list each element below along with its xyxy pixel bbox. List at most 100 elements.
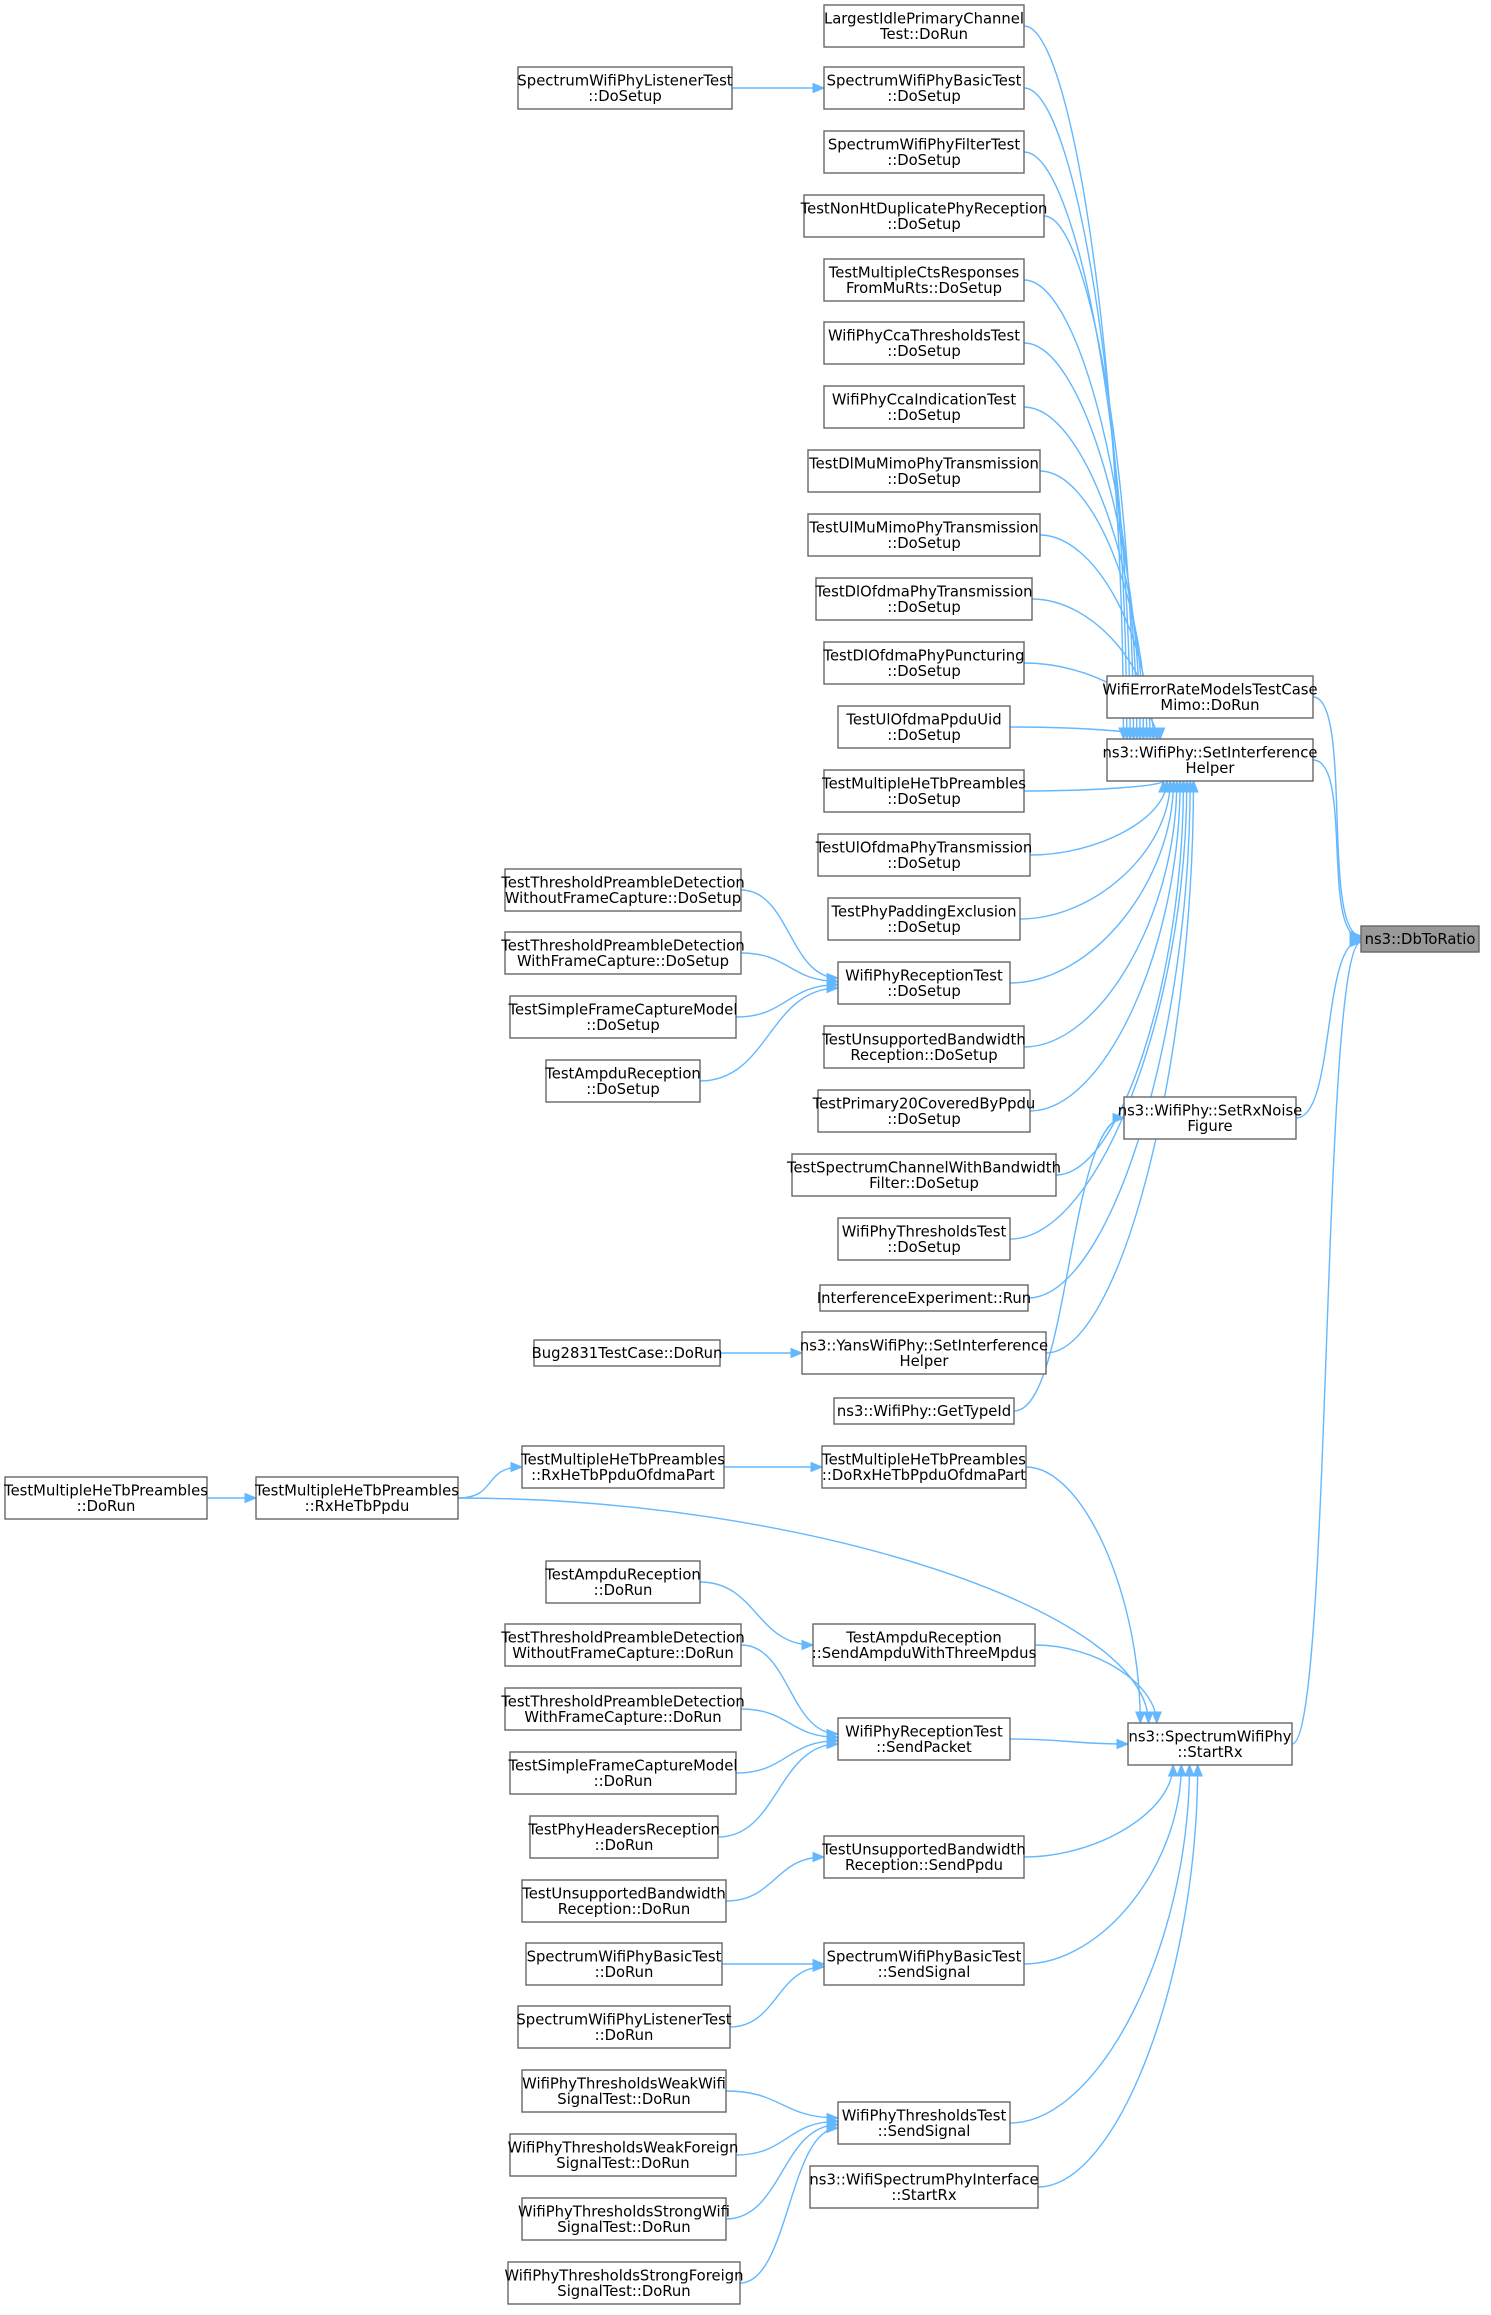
node-threshtest_send[interactable]: WifiPhyThresholdsTest::SendSignal	[837, 2101, 1011, 2145]
node-box[interactable]	[545, 1059, 701, 1103]
node-box[interactable]	[1106, 675, 1314, 719]
node-dlofdma[interactable]: TestDlOfdmaPhyTransmission::DoSetup	[814, 577, 1033, 621]
node-box[interactable]	[504, 931, 742, 975]
node-ampdu_setup[interactable]: TestAmpduReception::DoSetup	[544, 1059, 701, 1103]
node-box[interactable]	[803, 194, 1045, 238]
node-box[interactable]	[837, 705, 1011, 749]
node-ampdu_run[interactable]: TestAmpduReception::DoRun	[544, 1560, 701, 1604]
node-box[interactable]	[504, 1623, 742, 1667]
node-box[interactable]	[837, 1217, 1011, 1261]
node-recvtest_setup[interactable]: WifiPhyReceptionTest::DoSetup	[837, 961, 1011, 1005]
node-speclistener_run[interactable]: SpectrumWifiPhyListenerTest::DoRun	[516, 2005, 732, 2049]
node-ccaind[interactable]: WifiPhyCcaIndicationTest::DoSetup	[823, 385, 1025, 429]
node-box[interactable]	[807, 513, 1041, 557]
node-multihetb_setup[interactable]: TestMultipleHeTbPreambles::DoSetup	[821, 769, 1026, 813]
node-nonht[interactable]: TestNonHtDuplicatePhyReception::DoSetup	[800, 194, 1048, 238]
node-box[interactable]	[521, 2197, 727, 2241]
node-box[interactable]	[823, 4, 1025, 48]
node-box[interactable]	[521, 1445, 725, 1489]
node-box[interactable]	[545, 1560, 701, 1604]
node-box[interactable]	[823, 1835, 1025, 1879]
node-box[interactable]	[823, 641, 1025, 685]
node-box[interactable]	[837, 961, 1011, 1005]
node-box[interactable]	[1360, 925, 1480, 953]
node-specbasic_setup[interactable]: SpectrumWifiPhyBasicTest::DoSetup	[823, 66, 1025, 110]
node-ulppduuid[interactable]: TestUlOfdmaPpduUid::DoSetup	[837, 705, 1011, 749]
node-startrx[interactable]: ns3::SpectrumWifiPhy::StartRx	[1127, 1722, 1293, 1766]
node-box[interactable]	[4, 1476, 208, 1520]
node-sendpacket[interactable]: WifiPhyReceptionTest::SendPacket	[837, 1717, 1011, 1761]
node-dorxhetb[interactable]: TestMultipleHeTbPreambles::DoRxHeTbPpduO…	[821, 1445, 1027, 1489]
node-box[interactable]	[817, 833, 1031, 877]
node-ulmimo[interactable]: TestUlMuMimoPhyTransmission::DoSetup	[807, 513, 1041, 557]
node-specif_startrx[interactable]: ns3::WifiSpectrumPhyInterface::StartRx	[809, 2165, 1039, 2209]
node-multihetb_run[interactable]: TestMultipleHeTbPreambles::DoRun	[3, 1476, 208, 1520]
node-primary20[interactable]: TestPrimary20CoveredByPpdu::DoSetup	[812, 1089, 1036, 1133]
node-box[interactable]	[823, 1025, 1025, 1069]
node-box[interactable]	[525, 1942, 723, 1986]
node-box[interactable]	[504, 868, 742, 912]
node-rxhetbofdma[interactable]: TestMultipleHeTbPreambles::RxHeTbPpduOfd…	[520, 1445, 725, 1489]
node-specbasic_run[interactable]: SpectrumWifiPhyBasicTest::DoRun	[525, 1942, 723, 1986]
node-rxhetb[interactable]: TestMultipleHeTbPreambles::RxHeTbPpdu	[254, 1476, 459, 1520]
node-box[interactable]	[807, 449, 1041, 493]
node-box[interactable]	[827, 897, 1021, 941]
node-bug2831[interactable]: Bug2831TestCase::DoRun	[532, 1339, 723, 1367]
node-interfexp[interactable]: InterferenceExperiment::Run	[817, 1284, 1031, 1312]
node-box[interactable]	[517, 66, 733, 110]
node-box[interactable]	[823, 769, 1025, 813]
node-box[interactable]	[521, 2069, 727, 2113]
node-box[interactable]	[821, 1445, 1027, 1489]
node-box[interactable]	[529, 1815, 719, 1859]
node-box[interactable]	[504, 1687, 742, 1731]
node-dbtoratio[interactable]: ns3::DbToRatio	[1360, 925, 1480, 953]
node-box[interactable]	[833, 1397, 1015, 1425]
node-box[interactable]	[837, 1717, 1011, 1761]
node-threshtest_setup[interactable]: WifiPhyThresholdsTest::DoSetup	[837, 1217, 1011, 1261]
node-box[interactable]	[1106, 738, 1314, 782]
node-box[interactable]	[809, 2165, 1039, 2209]
node-ulofdma[interactable]: TestUlOfdmaPhyTransmission::DoSetup	[815, 833, 1032, 877]
node-box[interactable]	[812, 1623, 1036, 1667]
node-dlmimo[interactable]: TestDlMuMimoPhyTransmission::DoSetup	[807, 449, 1041, 493]
node-box[interactable]	[533, 1339, 721, 1367]
node-sendampdu[interactable]: TestAmpduReception::SendAmpduWithThreeMp…	[812, 1623, 1037, 1667]
node-box[interactable]	[255, 1476, 459, 1520]
node-box[interactable]	[823, 258, 1025, 302]
node-box[interactable]	[815, 577, 1033, 621]
node-simplefc_setup[interactable]: TestSimpleFrameCaptureModel::DoSetup	[507, 995, 738, 1039]
node-padding[interactable]: TestPhyPaddingExclusion::DoSetup	[827, 897, 1021, 941]
node-box[interactable]	[509, 2133, 737, 2177]
node-box[interactable]	[507, 2261, 741, 2305]
node-simplefc_run[interactable]: TestSimpleFrameCaptureModel::DoRun	[507, 1751, 738, 1795]
node-box[interactable]	[823, 1942, 1025, 1986]
node-box[interactable]	[1123, 1096, 1297, 1140]
node-box[interactable]	[509, 995, 737, 1039]
node-box[interactable]	[823, 66, 1025, 110]
node-box[interactable]	[509, 1751, 737, 1795]
node-gettypeid[interactable]: ns3::WifiPhy::GetTypeId	[833, 1397, 1015, 1425]
node-ccathresh[interactable]: WifiPhyCcaThresholdsTest::DoSetup	[823, 321, 1025, 365]
node-box[interactable]	[817, 1089, 1031, 1133]
node-box[interactable]	[517, 2005, 731, 2049]
node-box[interactable]	[819, 1284, 1029, 1312]
node-box[interactable]	[801, 1331, 1047, 1375]
node-box[interactable]	[1127, 1722, 1293, 1766]
node-specbasic_send[interactable]: SpectrumWifiPhyBasicTest::SendSignal	[823, 1942, 1025, 1986]
node-headers_run[interactable]: TestPhyHeadersReception::DoRun	[527, 1815, 720, 1859]
node-box[interactable]	[823, 130, 1025, 174]
